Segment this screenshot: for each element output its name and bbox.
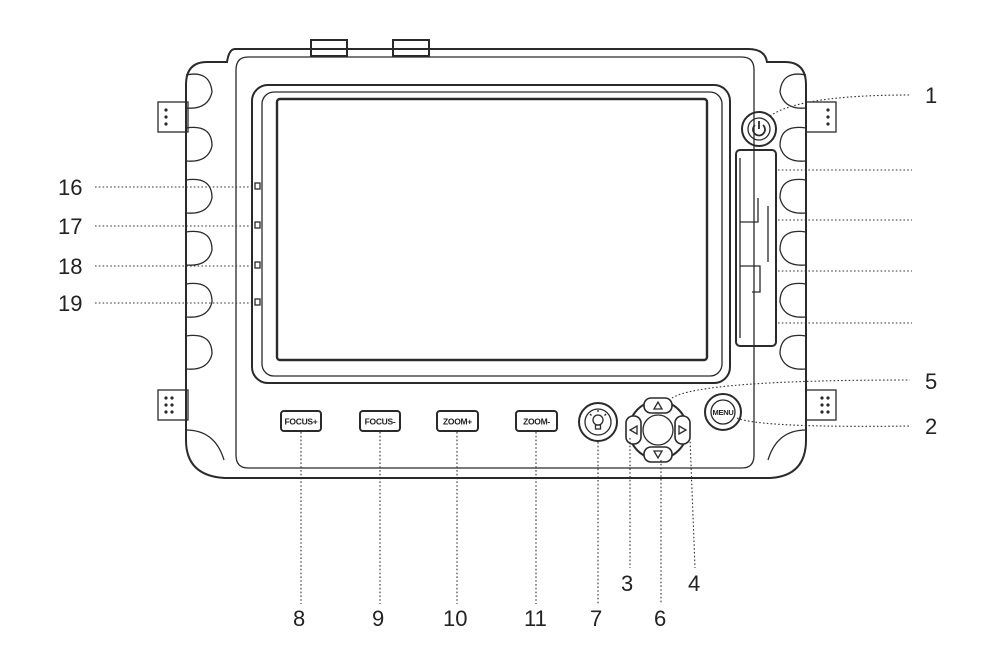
arrow-up-icon [652,400,664,410]
zoom-minus-button[interactable]: ZOOM- [515,410,558,432]
led-19 [254,298,261,306]
strap-clip-top-right [805,101,837,133]
callout-18: 18 [58,254,82,279]
zoom-plus-label: ZOOM+ [443,417,472,427]
leader-lines [95,94,912,604]
callout-8: 8 [293,606,305,631]
zoom-minus-label: ZOOM- [523,417,550,427]
strap-clip-bottom-right [805,389,837,421]
callout-6: 6 [654,606,666,631]
arrow-left-icon [628,424,638,436]
focus-minus-label: FOCUS- [365,417,396,427]
callout-10: 10 [443,606,467,631]
callout-1: 1 [925,83,937,108]
arrow-down-icon [652,450,664,460]
callout-9: 9 [372,606,384,631]
callout-16: 16 [58,175,82,200]
arrow-right-button[interactable] [674,415,691,445]
arrow-left-button[interactable] [625,415,642,445]
menu-button[interactable]: MENU [704,393,742,431]
light-button[interactable] [578,402,618,442]
right-bumper [767,73,807,461]
power-button[interactable] [741,111,777,147]
callout-11: 11 [524,606,547,631]
callout-4: 4 [688,571,700,596]
led-16 [254,182,261,190]
focus-plus-button[interactable]: FOCUS+ [280,410,322,432]
indicator-leds [254,182,261,306]
arrow-up-button[interactable] [643,397,673,414]
side-port-panel [735,149,777,347]
callout-17: 17 [58,214,82,239]
light-bulb-icon [589,410,607,430]
callout-5: 5 [925,369,937,394]
focus-minus-button[interactable]: FOCUS- [359,410,401,432]
menu-label: MENU [713,408,734,417]
callout-19: 19 [58,291,82,316]
device-housing [157,48,837,479]
callout-3: 3 [621,571,633,596]
power-icon [752,121,766,137]
direction-pad [625,397,691,463]
strap-clip-top-left [157,101,189,133]
led-17 [254,221,261,229]
zoom-plus-button[interactable]: ZOOM+ [436,410,479,432]
callout-numbers: 16 17 18 19 1 5 2 3 4 8 9 10 11 7 6 [58,83,937,631]
strap-clip-bottom-left [157,389,189,421]
screen [251,84,731,384]
arrow-right-icon [678,424,688,436]
led-18 [254,261,261,269]
focus-plus-label: FOCUS+ [285,417,318,427]
left-bumper [185,73,225,461]
callout-2: 2 [925,414,937,439]
callout-7: 7 [590,606,602,631]
arrow-down-button[interactable] [643,446,673,463]
